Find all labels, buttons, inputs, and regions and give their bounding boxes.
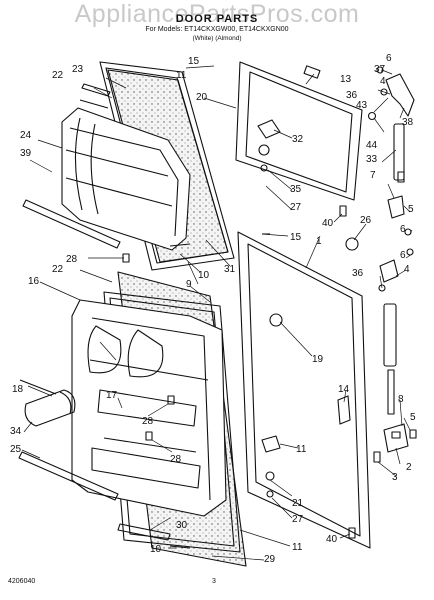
- callout-17b: 15: [290, 232, 302, 243]
- callout-27b: 27: [292, 514, 304, 525]
- callout-20: 19: [312, 354, 324, 365]
- callout-29b: 28: [142, 416, 154, 427]
- callout-26: 21: [292, 498, 304, 509]
- callout-25: 25: [10, 444, 22, 455]
- callout-11a: 11: [176, 70, 187, 81]
- callout-29c: 28: [170, 454, 182, 465]
- callout-32: 32: [292, 134, 304, 145]
- callout-36: 35: [290, 184, 302, 195]
- callout-27a: 27: [290, 202, 302, 213]
- callout-44: 44: [366, 140, 378, 151]
- callout-17a: 15: [188, 56, 200, 67]
- callout-35: 36: [346, 90, 358, 101]
- butter-bin: [24, 389, 76, 427]
- freezer-door-liner: [61, 107, 191, 251]
- diagram-title: DOOR PARTS: [175, 13, 259, 25]
- callout-38: 38: [402, 117, 414, 128]
- model-line: For Models: ET14CKXGW00, ET14CKXGN00: [145, 26, 289, 33]
- callout-10b: 10: [150, 544, 162, 555]
- fresh-food-outer-door: [237, 231, 371, 549]
- callout-19: 20: [196, 92, 208, 103]
- callout-28: 26: [360, 215, 372, 226]
- callout-23: 23: [72, 64, 84, 75]
- callout-21: 29: [264, 554, 276, 565]
- callout-14: 14: [338, 384, 350, 395]
- callout-35b: 36: [352, 268, 364, 279]
- callout-33: 33: [366, 154, 378, 165]
- callout-40a: 40: [322, 218, 334, 229]
- callout-31: 34: [10, 426, 22, 437]
- callout-6: 6: [386, 53, 392, 64]
- callout-15: 16: [28, 276, 40, 287]
- callout-3: 3: [392, 472, 398, 483]
- fresh-food-handle: [379, 259, 399, 415]
- callout-2: 2: [406, 462, 412, 473]
- page-number: 3: [212, 578, 216, 585]
- callout-22a: 22: [52, 70, 64, 81]
- callout-12: 11: [296, 444, 307, 455]
- callout-4b: 4: [404, 264, 410, 275]
- callout-10a: 10: [198, 270, 210, 281]
- callout-5b: 5: [410, 412, 416, 423]
- callout-9: 9: [186, 279, 192, 290]
- callout-22b: 22: [52, 264, 64, 275]
- callout-16: 17: [106, 390, 118, 401]
- callout-39: 37: [374, 64, 386, 75]
- document-code: 4206040: [8, 578, 36, 585]
- callout-30: 30: [176, 520, 188, 531]
- callout-4: 4: [380, 76, 386, 87]
- callout-34: 31: [224, 264, 236, 275]
- callout-6b: 6: [400, 224, 406, 235]
- watermark: AppliancePartsPros.com: [74, 0, 360, 28]
- callout-43: 43: [356, 100, 368, 111]
- freezer-shelf-bar: [22, 199, 121, 249]
- callout-5: 5: [408, 204, 414, 215]
- callout-1: 1: [316, 236, 322, 247]
- callout-7: 7: [370, 170, 376, 181]
- callout-37: 39: [20, 148, 32, 159]
- callout-8: 8: [398, 394, 404, 405]
- callout-40b: 40: [326, 534, 338, 545]
- freezer-handle: [385, 73, 415, 183]
- callout-24: 24: [20, 130, 32, 141]
- callout-29a: 28: [66, 254, 78, 265]
- callout-labels: 6 37 4 36 43 38 44 33 13 15 11 20 22 23 …: [10, 53, 416, 565]
- callout-13: 13: [340, 74, 352, 85]
- callout-6c: 6: [400, 250, 406, 261]
- callout-18: 18: [12, 384, 24, 395]
- freezer-outer-door: [235, 61, 363, 201]
- finish-line: (White) (Almond): [192, 35, 242, 42]
- callout-11b: 11: [292, 542, 303, 553]
